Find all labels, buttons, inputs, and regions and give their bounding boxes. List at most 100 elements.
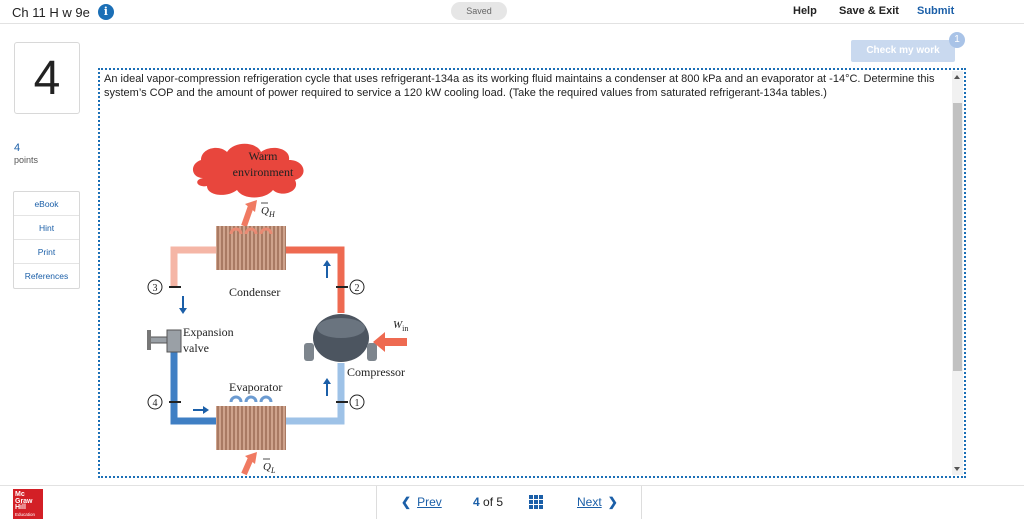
page-of: of bbox=[483, 495, 494, 509]
logo-line-1: Mc bbox=[15, 491, 25, 498]
heat-out-arrow bbox=[241, 205, 254, 227]
compressor-foot-right bbox=[367, 343, 377, 361]
qh-label: QH bbox=[261, 205, 276, 219]
print-link[interactable]: Print bbox=[14, 240, 79, 264]
expansion-label-2: valve bbox=[183, 341, 209, 355]
pipe-2 bbox=[286, 246, 345, 288]
logo-line-4: Education bbox=[15, 511, 36, 517]
pipe-4 bbox=[170, 336, 216, 425]
chevron-right-icon: ❯ bbox=[607, 495, 618, 509]
logo-line-2: Graw bbox=[15, 497, 33, 505]
condenser-fins bbox=[216, 226, 286, 270]
prev-button[interactable]: ❮ Prev bbox=[395, 495, 442, 509]
next-button[interactable]: Next ❯ bbox=[577, 495, 624, 509]
warm-environment-cloud: Warm environment bbox=[192, 143, 304, 198]
assignment-title: Ch 11 H w 9e i bbox=[12, 4, 114, 20]
heat-in-arrow bbox=[241, 456, 254, 476]
save-exit-link[interactable]: Save & Exit bbox=[839, 5, 899, 17]
scroll-up-icon[interactable] bbox=[954, 75, 960, 79]
check-count-badge: 1 bbox=[949, 32, 965, 48]
qh-symbol: Q bbox=[261, 205, 269, 217]
question-grid-icon[interactable] bbox=[529, 495, 543, 509]
pipe-1 bbox=[286, 363, 345, 425]
question-panel: An ideal vapor-compression refrigeration… bbox=[98, 68, 966, 478]
ebook-link[interactable]: eBook bbox=[14, 192, 79, 216]
evaporator-tubes bbox=[229, 395, 273, 403]
state-label-2: 2 bbox=[355, 283, 360, 294]
compressor-foot-left bbox=[304, 343, 314, 361]
work-in-arrow bbox=[385, 338, 407, 346]
expansion-valve bbox=[147, 329, 182, 353]
state-label-1: 1 bbox=[355, 398, 360, 409]
win-subscript: in bbox=[402, 324, 408, 333]
state-marker-3: 3 bbox=[147, 279, 181, 295]
win-label: Win bbox=[393, 319, 408, 333]
compressor-top bbox=[317, 318, 365, 338]
pipe-3 bbox=[170, 246, 216, 288]
panel-scrollbar[interactable] bbox=[952, 71, 963, 475]
logo-line-3: Hill bbox=[15, 504, 26, 511]
page-counter: 4 of 5 bbox=[473, 495, 503, 509]
check-my-work-button[interactable]: Check my work bbox=[851, 40, 955, 62]
state-marker-2: 2 bbox=[336, 279, 365, 295]
state-circle-4 bbox=[147, 394, 163, 410]
question-pager: ❮ Prev 4 of 5 Next ❯ bbox=[376, 486, 642, 519]
state-marker-4: 4 bbox=[147, 394, 181, 410]
info-icon[interactable]: i bbox=[97, 4, 114, 20]
valve-stem bbox=[148, 336, 168, 344]
prev-label: Prev bbox=[417, 495, 442, 509]
top-bar: Ch 11 H w 9e i Saved Help Save & Exit Su… bbox=[0, 0, 1024, 24]
state-label-3: 3 bbox=[153, 283, 158, 294]
qh-subscript: H bbox=[268, 210, 276, 219]
state-label-4: 4 bbox=[153, 398, 158, 409]
ql-subscript: L bbox=[270, 466, 276, 475]
win-symbol: W bbox=[393, 319, 403, 331]
evaporator-coil bbox=[216, 395, 286, 450]
state-circle-2 bbox=[349, 279, 365, 295]
points-value: 4 bbox=[14, 142, 21, 154]
evaporator-fins bbox=[216, 406, 286, 450]
work-in-arrowhead bbox=[373, 332, 385, 352]
saved-status-badge: Saved bbox=[451, 2, 507, 20]
resource-links: eBook Hint Print References bbox=[13, 191, 80, 289]
question-number: 4 bbox=[14, 42, 80, 114]
compressor bbox=[304, 314, 377, 362]
references-link[interactable]: References bbox=[24, 271, 69, 281]
condenser-coil bbox=[216, 226, 286, 270]
evaporator-label: Evaporator bbox=[229, 380, 282, 394]
state-circle-1 bbox=[349, 394, 365, 410]
cloud-shape bbox=[192, 143, 304, 198]
condenser-label: Condenser bbox=[229, 285, 280, 299]
flow-arrowhead-up-bottom bbox=[323, 378, 331, 384]
chevron-left-icon: ❮ bbox=[401, 495, 412, 509]
total-pages: 5 bbox=[496, 495, 504, 509]
state-marker-1: 1 bbox=[336, 394, 365, 410]
mcgraw-hill-logo: Mc Graw Hill Education bbox=[13, 489, 43, 519]
flow-arrowhead-right bbox=[203, 406, 209, 414]
scroll-down-icon[interactable] bbox=[954, 467, 960, 471]
condenser-tubes bbox=[229, 227, 273, 235]
environment-label: environment bbox=[233, 165, 294, 179]
refrigeration-cycle-diagram: Warm environment QH Condenser Evaporator… bbox=[147, 143, 408, 476]
compressor-label: Compressor bbox=[347, 365, 405, 379]
expansion-label-1: Expansion bbox=[183, 325, 234, 339]
points-label: points bbox=[14, 155, 39, 165]
flow-arrowhead-down bbox=[179, 308, 187, 314]
submit-link[interactable]: Submit bbox=[917, 5, 955, 17]
warm-label: Warm bbox=[248, 149, 278, 163]
flow-arrowhead-up-top bbox=[323, 260, 331, 266]
bottom-bar: Mc Graw Hill Education ❮ Prev 4 of 5 Next… bbox=[0, 485, 1024, 519]
heat-out-arrowhead bbox=[245, 200, 257, 212]
assignment-title-text: Ch 11 H w 9e bbox=[12, 4, 90, 20]
next-label: Next bbox=[577, 495, 602, 509]
help-link[interactable]: Help bbox=[793, 5, 817, 17]
scroll-thumb[interactable] bbox=[953, 103, 962, 371]
question-text: An ideal vapor-compression refrigeration… bbox=[104, 73, 935, 99]
valve-body bbox=[166, 329, 182, 353]
valve-handle bbox=[147, 330, 151, 350]
heat-in-arrowhead bbox=[245, 452, 257, 464]
ql-label: QL bbox=[263, 461, 276, 475]
hint-link[interactable]: Hint bbox=[14, 216, 79, 240]
ql-symbol: Q bbox=[263, 461, 271, 473]
current-page: 4 bbox=[473, 495, 480, 509]
